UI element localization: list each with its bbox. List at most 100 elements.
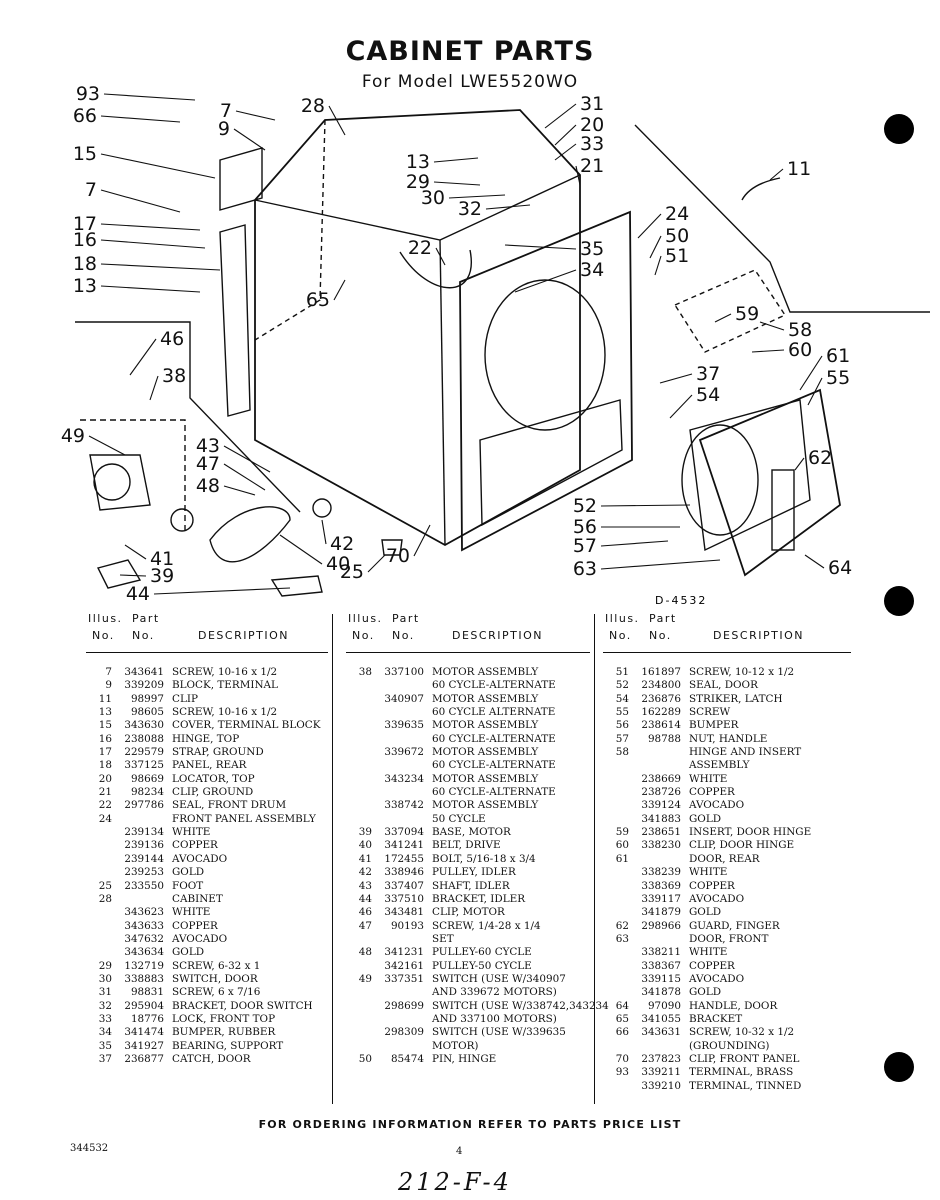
leader-line bbox=[669, 394, 693, 419]
drive-belt bbox=[209, 506, 291, 563]
part-number: 338367 bbox=[641, 959, 681, 972]
callout-58: 58 bbox=[788, 319, 812, 341]
part-number: 85474 bbox=[390, 1052, 424, 1065]
part-description: 60 CYCLE-ALTERNATE bbox=[432, 732, 556, 745]
part-number: 98669 bbox=[130, 772, 164, 785]
front-panel-lower bbox=[479, 399, 623, 527]
callout-46: 46 bbox=[160, 328, 184, 350]
part-number: 337510 bbox=[384, 892, 424, 905]
part-description: 60 CYCLE-ALTERNATE bbox=[432, 679, 556, 692]
part-description: TERMINAL, TINNED bbox=[689, 1079, 802, 1092]
callout-54: 54 bbox=[696, 384, 720, 406]
header-illus-no: No. bbox=[609, 629, 632, 642]
part-number: 239136 bbox=[124, 839, 164, 852]
part-number: 337351 bbox=[384, 972, 424, 985]
part-description: CLIP bbox=[172, 692, 198, 705]
part-number: 343234 bbox=[384, 772, 424, 785]
part-description: BLOCK, TERMINAL bbox=[172, 679, 278, 692]
leader-line bbox=[328, 105, 346, 136]
part-description: COPPER bbox=[689, 879, 735, 892]
part-number: 337407 bbox=[384, 879, 424, 892]
part-number: 339115 bbox=[641, 972, 681, 985]
part-description: BRACKET, IDLER bbox=[432, 892, 526, 905]
part-description: BELT, DRIVE bbox=[432, 839, 501, 852]
part-description: FOOT bbox=[172, 879, 204, 892]
part-number: 239134 bbox=[124, 826, 164, 839]
part-number: 343630 bbox=[124, 719, 164, 732]
illus-number: 7 bbox=[105, 666, 112, 678]
callout-41: 41 bbox=[150, 548, 174, 570]
part-number: 341878 bbox=[641, 986, 681, 999]
header-description: DESCRIPTION bbox=[452, 629, 543, 642]
part-number: 337100 bbox=[384, 666, 424, 678]
rear-door bbox=[689, 399, 811, 552]
illus-number: 17 bbox=[98, 746, 112, 759]
part-number: 238088 bbox=[124, 732, 164, 745]
part-description: WHITE bbox=[689, 946, 728, 959]
part-description: SCREW, 10-32 x 1/2 bbox=[689, 1026, 795, 1039]
callout-20: 20 bbox=[580, 114, 604, 136]
illus-number: 51 bbox=[615, 666, 629, 678]
part-description: MOTOR) bbox=[432, 1039, 479, 1052]
part-description: AVOCADO bbox=[172, 932, 228, 945]
illus-number: 58 bbox=[615, 746, 629, 759]
part-description: CLIP, FRONT PANEL bbox=[689, 1052, 800, 1065]
leader-line bbox=[119, 574, 147, 577]
callout-35: 35 bbox=[580, 238, 604, 260]
binder-hole bbox=[884, 114, 914, 144]
header-illus: Illus. bbox=[605, 612, 640, 625]
binder-hole bbox=[884, 586, 914, 616]
leader-line bbox=[103, 93, 196, 101]
part-description: GOLD bbox=[689, 986, 722, 999]
part-number: 239253 bbox=[124, 866, 164, 879]
leader-line bbox=[223, 445, 271, 473]
illus-number: 50 bbox=[358, 1052, 372, 1065]
part-description: CABINET bbox=[172, 892, 223, 905]
callout-24: 24 bbox=[665, 203, 689, 225]
motor-group-box bbox=[80, 419, 186, 530]
leader-line bbox=[575, 165, 581, 186]
callout-37: 37 bbox=[696, 363, 720, 385]
part-description: GOLD bbox=[172, 946, 205, 959]
leader-line bbox=[433, 157, 479, 163]
part-description: COPPER bbox=[172, 839, 218, 852]
part-number: 347632 bbox=[124, 932, 164, 945]
part-number: 339672 bbox=[384, 746, 424, 759]
part-description: SCREW, 10-12 x 1/2 bbox=[689, 666, 795, 678]
handwritten-annotation: 212-F-4 bbox=[398, 1168, 512, 1196]
cabinet-hidden-edge bbox=[254, 119, 326, 341]
illus-number: 41 bbox=[358, 852, 372, 865]
leader-line bbox=[514, 269, 577, 293]
leader-line bbox=[413, 524, 431, 557]
header-illus: Illus. bbox=[88, 612, 123, 625]
leader-line bbox=[637, 213, 662, 239]
part-description: AVOCADO bbox=[689, 799, 745, 812]
motor-base bbox=[96, 559, 142, 589]
page-number: 4 bbox=[456, 1146, 463, 1157]
callout-49: 49 bbox=[61, 425, 85, 447]
illus-number: 43 bbox=[358, 879, 372, 892]
leader-line bbox=[153, 587, 291, 595]
part-number: 337094 bbox=[384, 826, 424, 839]
illus-number: 46 bbox=[358, 906, 372, 919]
leader-line bbox=[367, 554, 386, 573]
illus-number: 64 bbox=[615, 999, 629, 1012]
callout-48: 48 bbox=[196, 475, 220, 497]
part-description: HINGE AND INSERT bbox=[689, 746, 802, 759]
leader-line bbox=[279, 534, 323, 565]
part-description: COPPER bbox=[689, 959, 735, 972]
illus-number: 44 bbox=[358, 892, 372, 905]
hinge-group-box bbox=[673, 269, 787, 353]
cabinet-body bbox=[254, 109, 581, 547]
callout-61: 61 bbox=[826, 345, 850, 367]
illus-number: 20 bbox=[98, 772, 112, 785]
callout-62: 62 bbox=[808, 447, 832, 469]
leader-line bbox=[804, 554, 825, 569]
part-description: PULLEY, IDLER bbox=[432, 866, 516, 879]
column-divider bbox=[594, 614, 595, 1104]
part-number: 297786 bbox=[124, 799, 164, 812]
model-subtitle: For Model LWE5520WO bbox=[361, 72, 579, 92]
leader-line bbox=[321, 519, 327, 545]
leader-line bbox=[100, 115, 181, 123]
illus-number: 56 bbox=[615, 719, 629, 732]
